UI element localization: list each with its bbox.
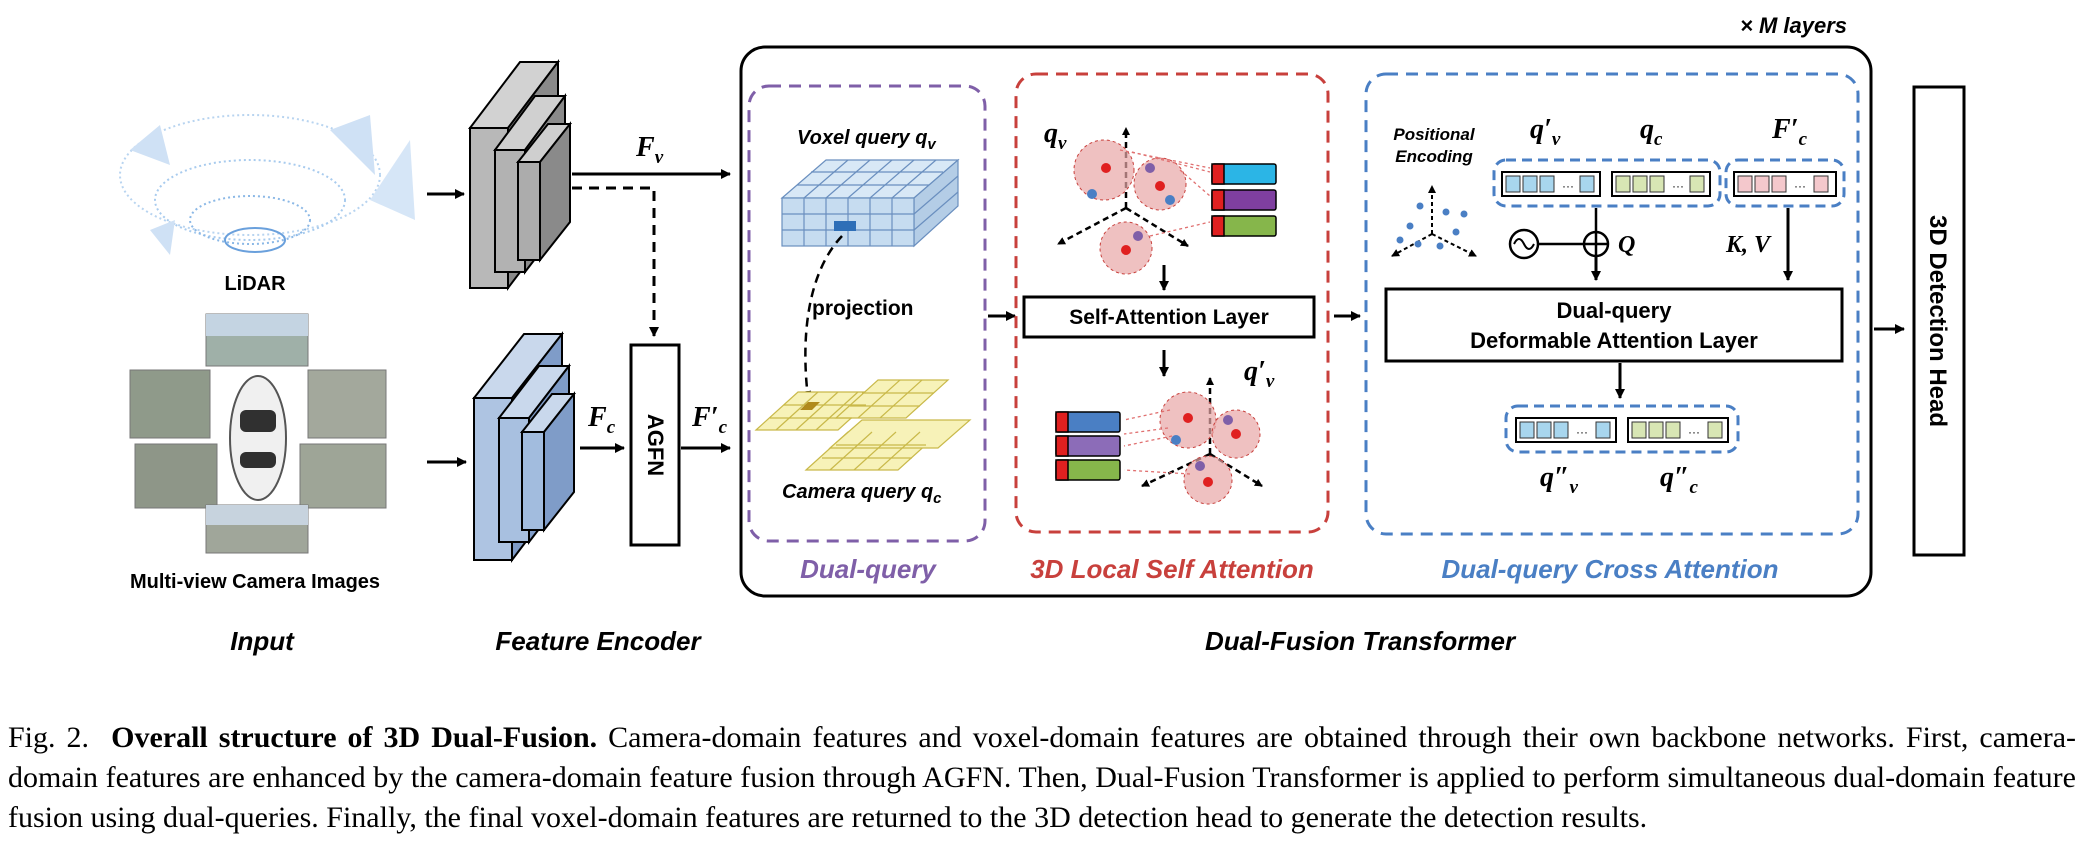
fv-label: Fv — [635, 132, 664, 168]
deformable-attention-layer-box — [1384, 287, 1844, 363]
camera-query-vector-top: ··· — [1611, 171, 1711, 197]
lidar-backbone — [467, 59, 573, 291]
deformable-layer-label-1: Dual-query — [1557, 298, 1673, 323]
positional-encoding-label-2: Encoding — [1395, 147, 1473, 166]
dual-fusion-transformer-box — [739, 45, 1873, 598]
self-attention-layer-label: Self-Attention Layer — [1069, 306, 1269, 329]
voxel-query-grid — [780, 158, 960, 248]
svg-text:···: ··· — [1672, 179, 1684, 193]
self-attention-panel — [1014, 72, 1330, 534]
self-attention-title: 3D Local Self Attention — [1030, 554, 1314, 584]
camera-images-cluster — [129, 313, 387, 554]
add-operator-icon — [1582, 230, 1610, 258]
camera-query-vector-bottom: ··· — [1627, 417, 1729, 443]
voxel-query-label: Voxel query qv — [797, 127, 937, 153]
query-pair-group-top — [1492, 158, 1722, 208]
dual-query-panel — [747, 84, 987, 543]
layers-label: × M layers — [1740, 13, 1847, 38]
svg-text:···: ··· — [1794, 179, 1806, 193]
cross-qv-prime-label: q′v — [1530, 114, 1561, 150]
deformable-layer-label-2: Deformable Attention Layer — [1470, 328, 1758, 353]
camera-feature-group — [1724, 158, 1846, 208]
svg-text:···: ··· — [1576, 425, 1588, 439]
q-label: Q — [1618, 232, 1635, 258]
cross-qc-label: qc — [1640, 114, 1663, 150]
input-section-label: Input — [230, 626, 295, 656]
qv-dprime-label: q″v — [1540, 462, 1578, 498]
architecture-diagram: LiDAR Multi-view Camera Images Input — [119, 13, 1966, 656]
cross-attention-panel — [1364, 72, 1860, 536]
caption-title: Overall structure of 3D Dual-Fusion. — [111, 721, 598, 754]
camera-query-label: Camera query qc — [782, 481, 942, 507]
qc-dprime-label: q″c — [1660, 462, 1698, 498]
agfn-label: AGFN — [643, 414, 668, 476]
caption-prefix: Fig. 2. — [8, 721, 90, 754]
svg-text:···: ··· — [1688, 425, 1700, 439]
cross-fc-prime-label: F′c — [1771, 114, 1808, 150]
lidar-label: LiDAR — [224, 273, 286, 295]
dual-query-title: Dual-query — [800, 554, 937, 584]
caption-body: Camera-domain features and voxel-domain … — [8, 721, 2077, 834]
figure-caption: Fig. 2. Overall structure of 3D Dual-Fus… — [8, 718, 2076, 838]
positional-encoding-label-1: Positional — [1393, 125, 1476, 144]
ego-car — [229, 375, 287, 501]
projection-label: projection — [812, 297, 914, 320]
detection-head-label: 3D Detection Head — [1924, 215, 1951, 427]
fc-prime-label: F′c — [691, 402, 728, 438]
sine-encoding-icon — [1508, 228, 1540, 260]
qv-label: qv — [1044, 118, 1067, 154]
selected-voxel — [834, 221, 856, 231]
transformer-section-label: Dual-Fusion Transformer — [1205, 626, 1517, 656]
lidar-point-cloud — [119, 114, 415, 255]
camera-query-grid — [754, 379, 972, 471]
self-attention-layer-box — [1022, 295, 1316, 339]
camera-backbone — [471, 331, 577, 563]
agfn-box — [629, 343, 681, 547]
detection-head-box — [1912, 85, 1966, 557]
svg-text:···: ··· — [1562, 179, 1574, 193]
fc-label: Fc — [587, 402, 616, 438]
projected-camera-cell — [800, 402, 820, 410]
local-query-neighborhood-top — [1057, 127, 1277, 275]
camera-images-label: Multi-view Camera Images — [130, 571, 380, 593]
local-query-neighborhood-bottom — [1055, 377, 1263, 505]
voxel-query-vector-bottom: ··· — [1515, 417, 1617, 443]
qv-prime-label: q′v — [1244, 356, 1275, 392]
cross-attention-title: Dual-query Cross Attention — [1441, 554, 1778, 584]
encoder-section-label: Feature Encoder — [495, 626, 702, 656]
camera-feature-vector: ··· — [1733, 171, 1837, 197]
positional-encoding-axes — [1391, 185, 1477, 257]
voxel-query-vector-top: ··· — [1501, 171, 1601, 197]
query-pair-group-bottom — [1504, 404, 1740, 454]
kv-label: K, V — [1725, 232, 1772, 258]
